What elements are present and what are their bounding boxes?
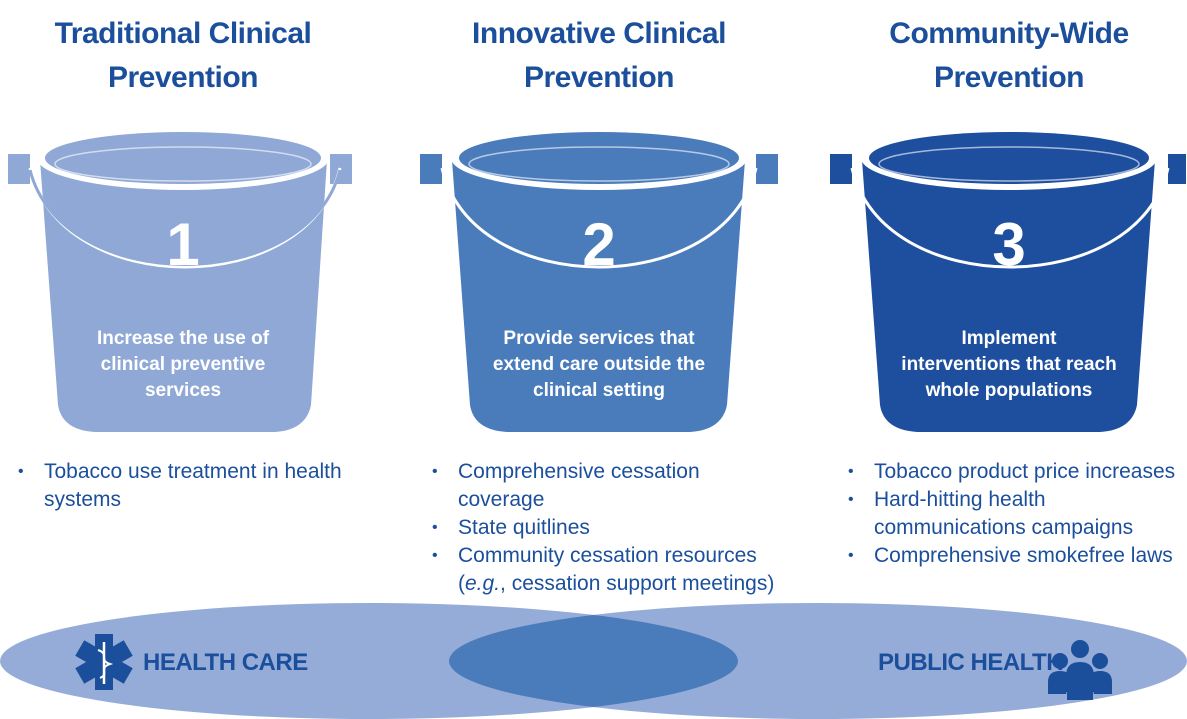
people-group-icon [1048,640,1112,700]
column-title: Innovative Clinical Prevention [472,17,726,94]
list-item: Hard-hitting health communications campa… [846,486,1176,542]
bucket-2 [420,126,778,432]
list-item: State quitlines [430,514,780,542]
public-health-label: PUBLIC HEALTH [878,649,1064,676]
star-of-life-icon [75,634,133,690]
bucket-number: 2 [582,211,616,278]
venn-diagram [0,603,1187,719]
bucket-number: 1 [166,211,200,278]
bucket-description: Implement interventions that reach whole… [901,328,1117,401]
list-item: Community cessation resources (e.g., ces… [430,542,780,598]
list-item: Comprehensive cessation coverage [430,458,780,514]
bucket-description: Increase the use of clinical preventive … [96,328,270,401]
bullet-list-2: Comprehensive cessation coverage State q… [430,458,780,598]
bullet-list-3: Tobacco product price increases Hard-hit… [846,458,1176,570]
list-item: Comprehensive smokefree laws [846,542,1176,570]
list-item: Tobacco use treatment in health systems [16,458,356,514]
bucket-number: 3 [992,211,1026,278]
column-title: Community-Wide Prevention [889,17,1129,94]
overlap-region [449,603,738,719]
column-title: Traditional Clinical Prevention [54,17,312,94]
bucket-description: Provide services that extend care outsid… [492,328,706,401]
bucket-3 [830,126,1186,432]
bullet-list-1: Tobacco use treatment in health systems [16,458,356,514]
list-item: Tobacco product price increases [846,458,1176,486]
bucket-1 [8,126,352,432]
health-care-label: HEALTH CARE [143,649,308,676]
